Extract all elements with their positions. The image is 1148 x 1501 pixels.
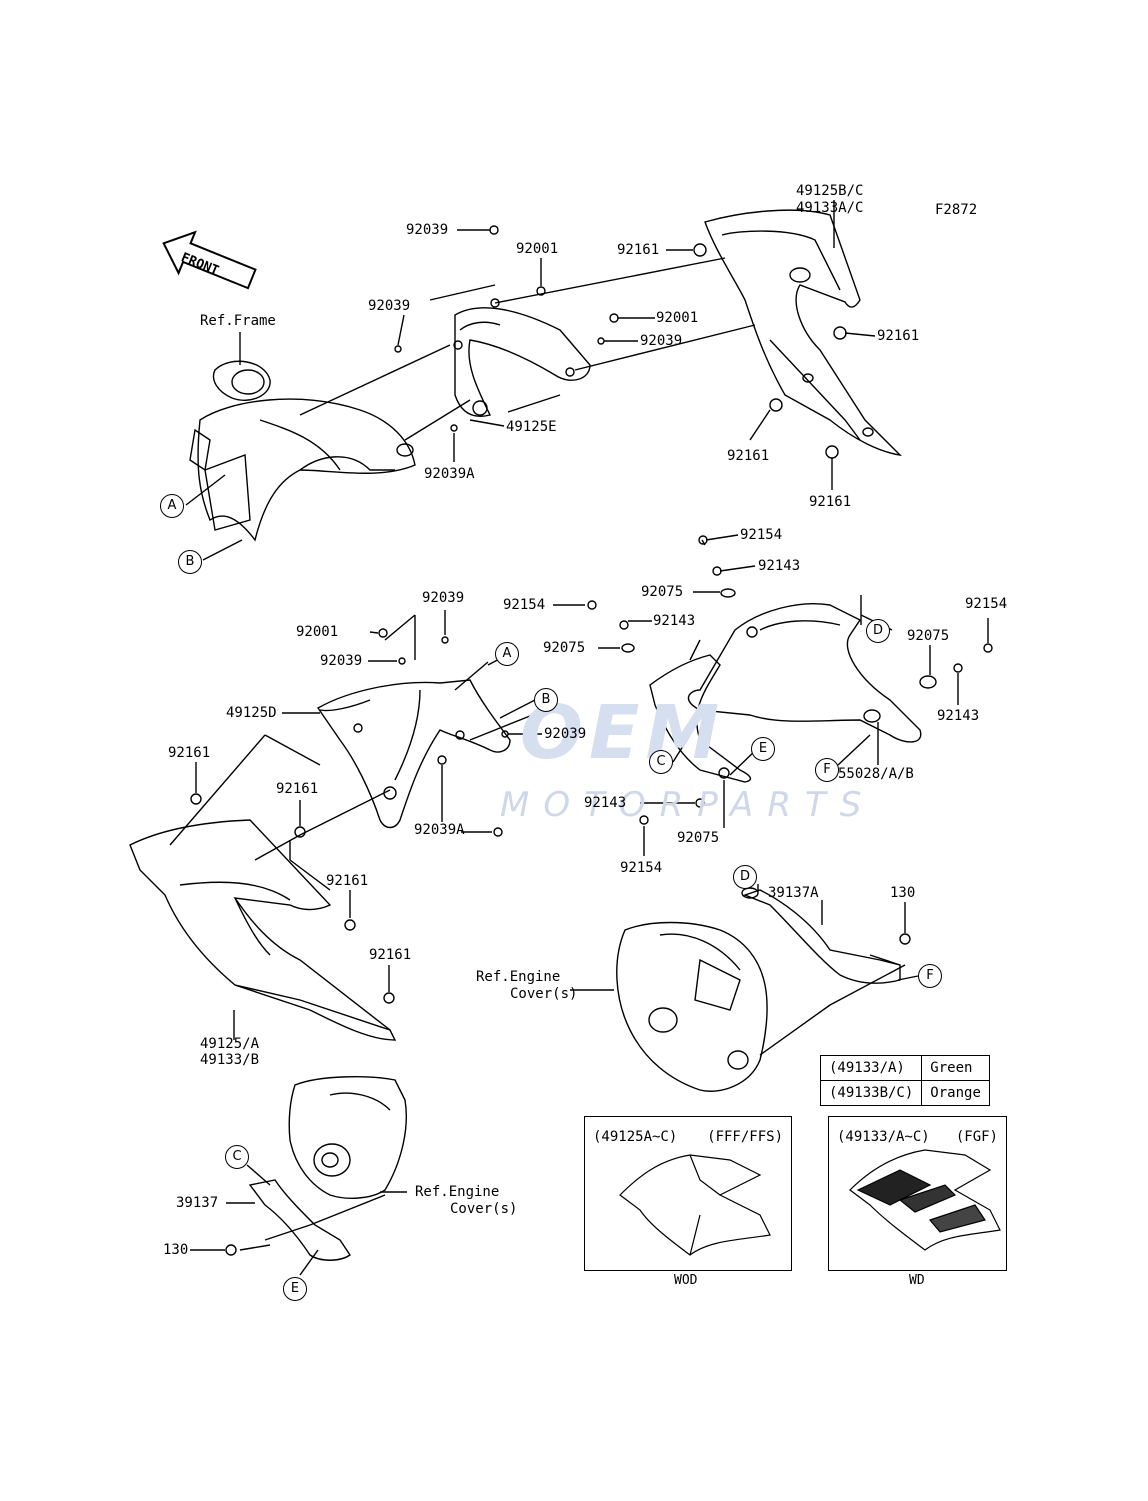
ref-engine-cover-left-line1: Ref.Engine (415, 1184, 500, 1200)
part-92075-a: 92075 (641, 584, 684, 600)
part-130-left: 130 (163, 1242, 189, 1258)
shroud-49125a-drawing (129, 819, 397, 1041)
callout-f-bracket: F (918, 964, 942, 988)
variant-wod-code: (49125A~C) (593, 1129, 678, 1145)
part-92039a-c: 92039A (414, 822, 465, 838)
color-table: (49133/A) Green (49133B/C) Orange (819, 1055, 990, 1106)
callout-a-frame: A (160, 494, 184, 518)
variant-wd-finish: (FGF) (955, 1129, 998, 1145)
variant-wod-finish: (FFF/FFS) (707, 1129, 783, 1145)
variant-wod-art (619, 1154, 771, 1256)
variant-wd-code: (49133/A~C) (837, 1129, 930, 1145)
variant-wd-art (849, 1149, 1001, 1251)
part-92001-c1: 92001 (296, 624, 339, 640)
part-39137a: 39137A (768, 885, 819, 901)
ref-engine-cover-right-line1: Ref.Engine (476, 969, 561, 985)
part-92154-a: 92154 (740, 527, 783, 543)
part-92161-l3: 92161 (326, 873, 369, 889)
watermark-sub-text: MOTORPARTS (500, 785, 876, 825)
part-92075-b: 92075 (543, 640, 586, 656)
part-92161-top: 92161 (617, 242, 660, 258)
part-130-right: 130 (890, 885, 916, 901)
bracket-39137-drawing (248, 1179, 351, 1261)
color-code-cell: (49133/A) (819, 1055, 923, 1081)
ref-frame-label: Ref.Frame (200, 313, 276, 329)
part-92161-l2: 92161 (276, 781, 319, 797)
part-49125a: 49125/A (200, 1036, 260, 1052)
part-92039-top: 92039 (406, 222, 449, 238)
color-code-cell: (49133B/C) (819, 1080, 923, 1106)
part-92161-mid: 92161 (727, 448, 770, 464)
lower-cowl-right-drawing (687, 603, 922, 743)
part-92154-b: 92154 (503, 597, 546, 613)
ref-engine-cover-right-line2: Cover(s) (510, 986, 578, 1002)
part-92143-low: 92143 (584, 795, 627, 811)
part-49125d: 49125D (226, 705, 277, 721)
variant-box-wd: (49133/A~C) (FGF) (828, 1116, 1007, 1271)
color-table-row: (49133/A) Green (819, 1055, 990, 1081)
lower-cowl-left-fin-drawing (649, 654, 752, 783)
part-39137: 39137 (176, 1195, 219, 1211)
front-arrow-icon (162, 230, 257, 290)
part-92039-c2: 92039 (320, 653, 363, 669)
part-92039a-top: 92039A (424, 466, 475, 482)
part-55028: 55028/A/B (838, 766, 914, 782)
part-92039-left: 92039 (368, 298, 411, 314)
callout-e-bracket: E (283, 1277, 307, 1301)
part-92039-c3: 92039 (544, 726, 587, 742)
part-92154-low: 92154 (620, 860, 663, 876)
inner-cowl-49125e-drawing (453, 298, 591, 417)
part-92161-low: 92161 (809, 494, 852, 510)
part-92001-mid: 92001 (656, 310, 699, 326)
part-92143-b: 92143 (653, 613, 696, 629)
color-table-row: (49133B/C) Orange (819, 1080, 990, 1106)
frame-drawing (189, 360, 416, 542)
callout-d-cowl: D (866, 619, 890, 643)
inner-cowl-49125d-drawing (316, 679, 511, 829)
variant-box-wod: (49125A~C) (FFF/FFS) (584, 1116, 792, 1271)
engine-cover-right-drawing (616, 921, 768, 1092)
callout-b-cowl: B (534, 688, 558, 712)
callout-f-cowl: F (815, 758, 839, 782)
part-92143-r: 92143 (937, 708, 980, 724)
part-92161-l4: 92161 (369, 947, 412, 963)
part-92039-c1: 92039 (422, 590, 465, 606)
part-92161-l1: 92161 (168, 745, 211, 761)
part-92039-mid: 92039 (640, 333, 683, 349)
color-name-cell: Green (921, 1055, 990, 1081)
part-92075-low: 92075 (677, 830, 720, 846)
part-92154-r: 92154 (965, 596, 1008, 612)
callout-b-frame: B (178, 550, 202, 574)
shroud-49125bc-drawing (704, 209, 902, 457)
part-49133ac: 49133A/C (796, 200, 864, 216)
callout-c-bracket: C (225, 1145, 249, 1169)
part-92143-a: 92143 (758, 558, 801, 574)
part-92161-right: 92161 (877, 328, 920, 344)
ref-engine-cover-left-line2: Cover(s) (450, 1201, 518, 1217)
bracket-39137a-drawing (741, 887, 901, 984)
callout-e-cowl: E (751, 737, 775, 761)
part-49125bc: 49125B/C (796, 183, 864, 199)
callout-d-bracket: D (733, 865, 757, 889)
part-49133b: 49133/B (200, 1052, 260, 1068)
variant-wd-caption: WD (909, 1273, 925, 1288)
diagram-code: F2872 (935, 202, 978, 218)
engine-cover-left-drawing (288, 1076, 407, 1199)
part-49125e: 49125E (506, 419, 557, 435)
callout-a-cowl: A (495, 642, 519, 666)
part-92075-r: 92075 (907, 628, 950, 644)
variant-wod-caption: WOD (674, 1273, 698, 1288)
part-92001-top: 92001 (516, 241, 559, 257)
callout-c-cowl: C (649, 750, 673, 774)
color-name-cell: Orange (921, 1080, 990, 1106)
